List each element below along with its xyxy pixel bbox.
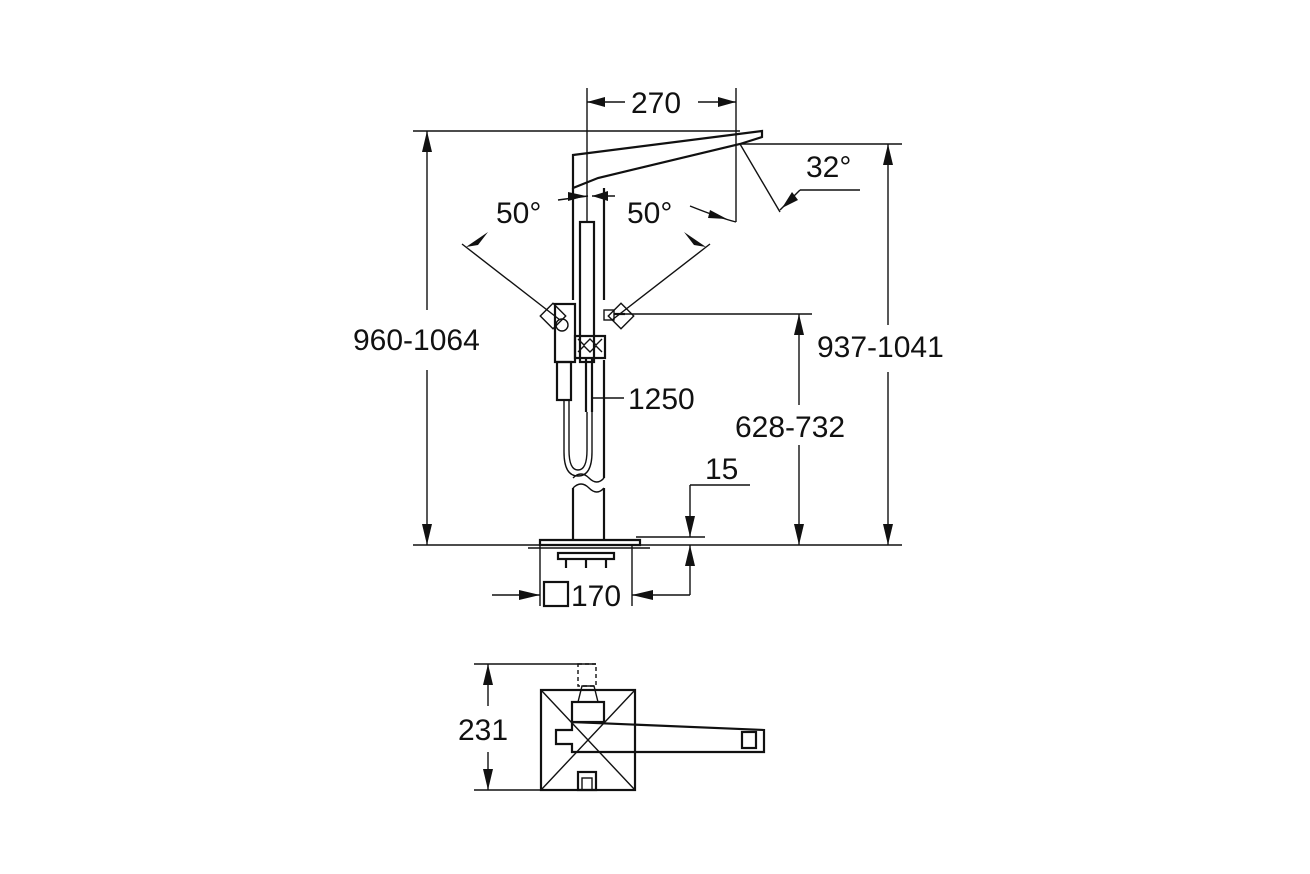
spout-angle-dimension (739, 143, 860, 213)
spout (571, 129, 764, 190)
hand-shower (553, 220, 625, 477)
elevation-view: 270 32° 50° 50° (353, 87, 944, 613)
handle-height-dimension (625, 313, 812, 545)
base-thickness-dimension (636, 484, 750, 595)
plan-view (474, 663, 766, 792)
column (571, 188, 606, 540)
plan-depth-label: 231 (458, 714, 508, 747)
hose-length-label: 1250 (628, 383, 695, 416)
base-size-label: 170 (571, 580, 621, 613)
base-size-dimension (492, 580, 690, 608)
height-right-label: 937-1041 (817, 331, 944, 364)
height-left-label: 960-1064 (353, 324, 480, 357)
swivel-left-label: 50° (496, 197, 541, 230)
swivel-right-label: 50° (627, 197, 672, 230)
height-right-dimension (883, 144, 893, 545)
height-left-dimension (422, 131, 432, 545)
square-icon (542, 580, 570, 608)
handle-height-label: 628-732 (735, 411, 845, 444)
base-thickness-label: 15 (705, 453, 738, 486)
spout-angle-label: 32° (806, 151, 851, 184)
spout-reach-dimension (586, 88, 737, 222)
base-plate (528, 538, 650, 606)
swivel-dimension (461, 191, 737, 330)
spout-reach-label: 270 (631, 87, 681, 120)
